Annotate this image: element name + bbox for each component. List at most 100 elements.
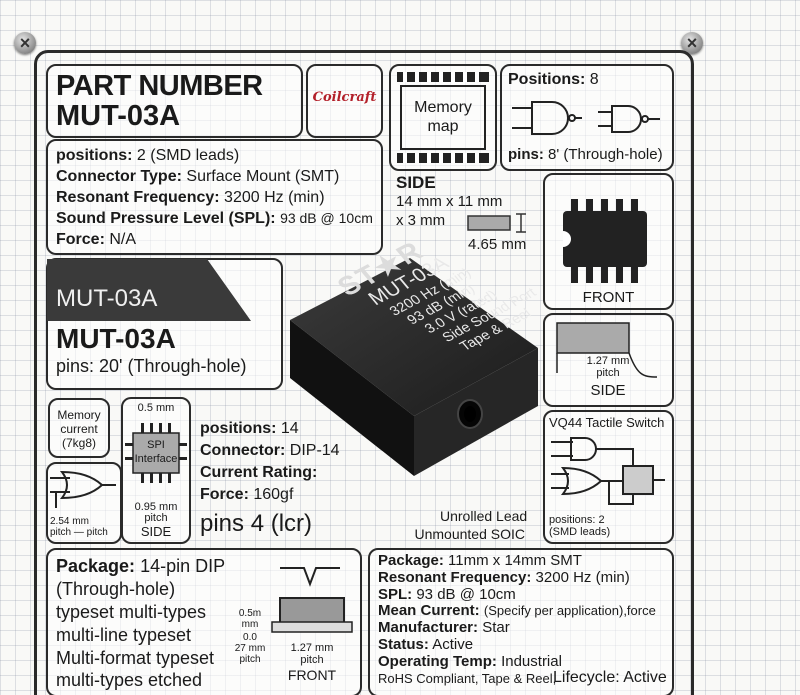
- memory-map-line2: map: [427, 118, 459, 135]
- spec-box-smt: positions: 2 (SMD leads)Connector Type: …: [46, 139, 383, 255]
- sheet-frame: [34, 50, 694, 695]
- memory-map-chip-icon: [397, 72, 489, 163]
- spec-row: Force: N/A: [56, 229, 373, 250]
- memory-map-line1: Memory: [414, 99, 472, 116]
- mid-force-value: 160gf: [253, 486, 294, 503]
- pkg-right-row: Status: Active: [378, 635, 656, 654]
- side-view-icon: [556, 322, 658, 378]
- pkg-right-row: Package: 11mm x 14mm SMT: [378, 552, 656, 570]
- pkg-left-header: Package: 14-pin DIP: [56, 556, 225, 577]
- pkg-left-pitch-1: 1.27 mm: [290, 642, 334, 654]
- pkg-left-dim-1: 0.5m: [238, 608, 262, 619]
- positions-value: 8: [589, 71, 599, 88]
- pkg-left-dim-3: 0.0: [243, 632, 257, 643]
- spi-pitch-2: pitch: [144, 512, 168, 524]
- positions-label: Positions:: [508, 71, 586, 88]
- pkg-right-row: Operating Temp: Industrial: [378, 652, 656, 671]
- pkg-right-row-value: Star: [482, 619, 510, 637]
- pkg-right-row-value: Industrial: [501, 652, 562, 670]
- pins-label: pins:: [508, 146, 544, 163]
- mid-pins: pins 4 (lcr): [200, 510, 313, 537]
- pkg-right-row-label: Resonant Frequency:: [378, 568, 532, 586]
- spi-box: 0.5 mm SPI Interface 0.95 mm pitch SIDE: [121, 397, 191, 544]
- brand-logo: Coilcraft: [312, 90, 377, 105]
- or-gate-icon: [50, 470, 116, 508]
- front-label: FRONT: [582, 289, 635, 306]
- tactile-note-1: positions: 2: [549, 514, 605, 526]
- positions-line: Positions: 8: [508, 71, 599, 89]
- pkg-left-line-3: multi-line typeset: [56, 625, 192, 645]
- side-view-box: 1.27 mm pitch SIDE: [543, 313, 674, 407]
- pkg-right-row: SPL: 93 dB @ 10cm: [378, 585, 656, 604]
- pkg-left-line-1: (Through-hole): [56, 579, 176, 599]
- screw-icon: ×: [681, 32, 703, 54]
- tactile-switch-schematic-icon: [551, 437, 665, 505]
- spec-row-value: 93 dB @ 10cm: [280, 210, 373, 226]
- mid-force: Force: 160gf: [200, 486, 293, 504]
- pkg-right-row-value: (Specify per application),force: [483, 603, 656, 619]
- pkg-left-label: Package:: [56, 556, 136, 576]
- tactile-title: VQ44 Tactile Switch: [549, 415, 665, 430]
- spec-row-label: Resonant Frequency:: [56, 189, 220, 206]
- spi-side-label: SIDE: [140, 524, 172, 539]
- pkg-right-row: Mean Current: (Specify per application),…: [378, 602, 656, 620]
- package-box-dip: Package: 14-pin DIP (Through-hole) types…: [46, 548, 362, 695]
- spec-row-label: Force:: [56, 231, 105, 248]
- memory-current-line1: Memory: [57, 408, 101, 422]
- spec-row-label: Sound Pressure Level (SPL):: [56, 210, 276, 227]
- mid-positions-label: positions:: [200, 420, 277, 437]
- mid-positions-value: 14: [280, 420, 299, 437]
- side-dim2: x 3 mm: [396, 212, 446, 229]
- spec-row: Sound Pressure Level (SPL): 93 dB @ 10cm: [56, 208, 373, 229]
- pkg-right-row: Manufacturer: Star: [378, 619, 656, 637]
- spi-pitch-1: 0.95 mm: [134, 501, 178, 513]
- gate-pitch-1: 2.54 mm: [50, 516, 89, 527]
- tactile-note-2: (SMD leads): [549, 526, 611, 538]
- pkg-right-row-label: Package:: [378, 552, 444, 569]
- memory-current-line3: (7kg8): [61, 436, 96, 450]
- side-view-label: SIDE: [590, 382, 626, 399]
- spec-row-value: N/A: [109, 231, 137, 248]
- screw-icon: ×: [14, 32, 36, 54]
- pkg-right-row: Resonant Frequency: 3200 Hz (min): [378, 568, 656, 587]
- mut-pins: pins: 20' (Through-hole): [56, 356, 247, 376]
- mid-connector-label: Connector:: [200, 442, 286, 459]
- side-label: SIDE: [396, 173, 436, 192]
- part-number-box: PART NUMBER MUT-03A: [46, 64, 303, 138]
- memory-map-box: Memory map: [389, 64, 497, 171]
- spec-row-value: Surface Mount (SMT): [186, 168, 340, 185]
- mut-banner-text: MUT-03A: [56, 285, 158, 312]
- gate-pitch-box: 2.54 mm pitch — pitch: [46, 462, 122, 544]
- side-view-pitch2: pitch: [596, 367, 620, 379]
- spi-chip-icon: [125, 423, 187, 483]
- spec-row: Connector Type: Surface Mount (SMT): [56, 166, 373, 187]
- pkg-right-row-value: 93 dB @ 10cm: [416, 585, 516, 603]
- memory-current-line2: current: [60, 422, 98, 436]
- side-view-pitch1: 1.27 mm: [586, 355, 630, 367]
- part-number-label: PART NUMBER: [56, 70, 263, 102]
- pkg-left-value: 14-pin DIP: [140, 556, 226, 576]
- part-number-value: MUT-03A: [56, 100, 181, 132]
- mid-connector: Connector: DIP-14: [200, 442, 340, 460]
- dip-package-icon: [271, 567, 353, 633]
- side-dim1: 14 mm x 11 mm: [396, 193, 503, 210]
- mid-positions: positions: 14: [200, 420, 299, 438]
- pkg-right-row-label: Status:: [378, 635, 429, 653]
- pkg-right-row-value: Active: [432, 635, 474, 653]
- pkg-left-dim-4: 27 mm: [234, 643, 266, 654]
- pkg-right-row-value: 3200 Hz (min): [535, 568, 630, 586]
- pkg-right-row-label: Operating Temp:: [378, 652, 497, 670]
- spec-row-label: positions:: [56, 147, 133, 164]
- mid-force-label: Force:: [200, 486, 249, 503]
- pkg-right-lifecycle: Lifecycle: Active: [553, 669, 667, 686]
- front-view-box: FRONT: [543, 173, 674, 310]
- unrolled-line1: Unrolled Lead: [440, 508, 528, 524]
- side-height: 4.65 mm: [468, 236, 527, 253]
- soic-chip-icon: [563, 199, 647, 283]
- pkg-left-front: FRONT: [287, 667, 337, 683]
- pkg-left-dim-2: mm: [241, 619, 259, 630]
- pins-line: pins: 8' (Through-hole): [508, 146, 663, 163]
- spec-row: Resonant Frequency: 3200 Hz (min): [56, 187, 373, 208]
- pkg-left-line-2: typeset multi-types: [56, 602, 207, 622]
